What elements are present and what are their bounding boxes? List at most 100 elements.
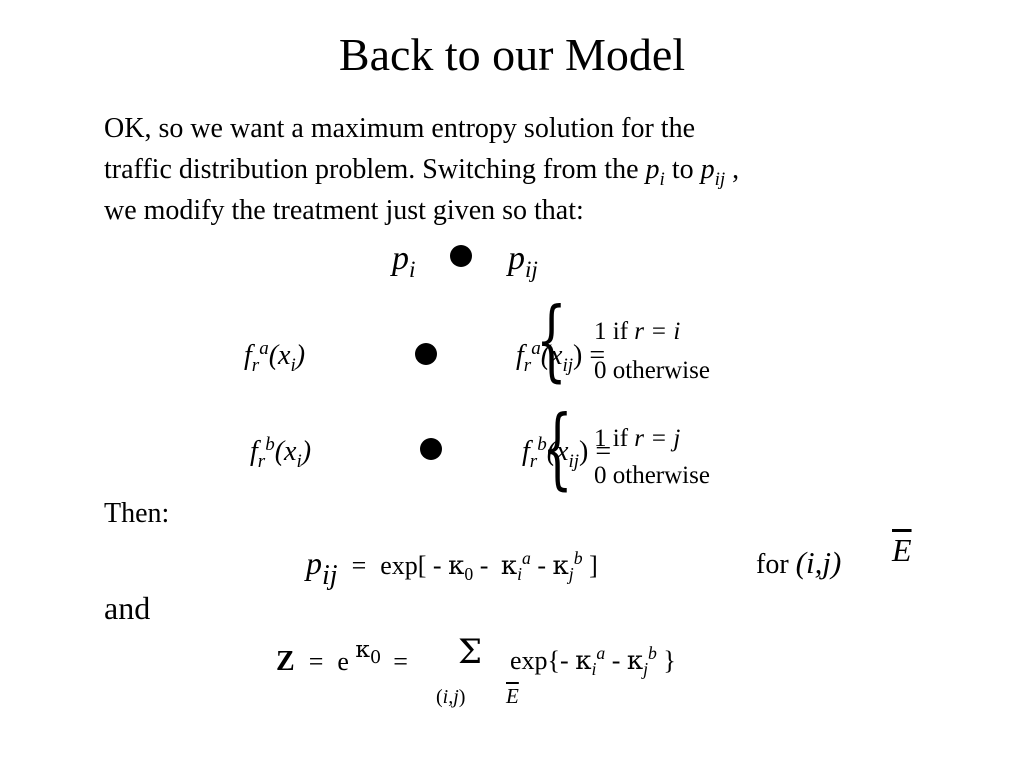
sup-a: a: [522, 548, 531, 569]
minus: -: [473, 551, 495, 580]
map3-right: frb(xij) =: [522, 433, 612, 471]
sub-ij: ij: [562, 354, 574, 376]
var-p: p: [392, 240, 409, 277]
map1-right: pij: [508, 240, 538, 282]
equals: ) =: [579, 436, 612, 467]
map2-right: fra(xij) =: [516, 337, 605, 375]
intro-text: traffic distribution problem. Switching …: [104, 154, 646, 185]
sub-ij: ij: [525, 257, 538, 284]
paren-open: (x: [268, 340, 291, 371]
exp-open: exp[ -: [380, 551, 449, 580]
then-label: Then:: [104, 498, 170, 529]
paren-open: (x: [546, 436, 569, 467]
equation-Z: Z = e κ0 =: [276, 637, 420, 678]
sub-i: i: [409, 257, 416, 284]
kappa: κ: [355, 635, 371, 664]
map2-left: fra(xi): [244, 337, 306, 375]
sum-edge-set-E: E: [506, 684, 519, 708]
sub-r: r: [257, 450, 266, 472]
sub-r: r: [523, 354, 532, 376]
paren-close: ): [301, 436, 312, 467]
case-condition: r = j: [634, 425, 681, 452]
kappa: κ: [575, 646, 592, 676]
intro-line-2: traffic distribution problem. Switching …: [104, 149, 904, 190]
var-f: f: [244, 340, 252, 371]
sum-body: exp{- κia - κjb }: [510, 643, 676, 680]
sub-0: 0: [370, 648, 382, 669]
case-2-true: 1 if r = j: [594, 425, 680, 453]
equals: =: [351, 551, 367, 580]
intro-comma: ,: [725, 154, 740, 185]
sub-i: i: [517, 564, 523, 585]
case-condition: r = i: [634, 318, 681, 345]
equals: =: [308, 647, 324, 676]
intro-paragraph: OK, so we want a maximum entropy solutio…: [104, 108, 904, 231]
summation-symbol: Σ: [458, 632, 483, 672]
sum-range: (i,j): [436, 686, 465, 709]
case-1-false: 0 otherwise: [594, 357, 710, 384]
map-arrow-dot-1: [450, 245, 472, 267]
var-p: p: [306, 545, 322, 581]
index-pair: (i,j): [795, 545, 842, 580]
sub-i: i: [591, 659, 597, 680]
var-f: f: [250, 436, 258, 467]
intro-line-3: we modify the treatment just given so th…: [104, 195, 584, 226]
paren-open: (x: [540, 340, 563, 371]
sub-j: j: [643, 659, 649, 680]
and-label: and: [104, 590, 151, 626]
sup-b: b: [537, 433, 547, 455]
bracket-close: ]: [582, 551, 598, 580]
sub-i: i: [290, 354, 296, 376]
paren-open: (x: [274, 436, 297, 467]
sub-ij: ij: [322, 559, 338, 591]
paren-close: ): [295, 340, 306, 371]
kappa: κ: [626, 646, 644, 676]
for-clause: for (i,j): [756, 545, 841, 581]
map1-left: pi: [392, 240, 415, 282]
sup-b: b: [573, 548, 583, 569]
sub-r: r: [251, 354, 260, 376]
paren-open: (: [436, 686, 443, 708]
map-arrow-dot-2: [415, 343, 437, 365]
sub-i: i: [659, 168, 665, 190]
sub-0: 0: [464, 564, 474, 585]
case-brace-2: {: [542, 396, 573, 499]
exponent: κ0: [355, 635, 381, 667]
var-p: p: [700, 154, 715, 185]
var-Z: Z: [276, 646, 295, 677]
sup-b: b: [265, 433, 275, 455]
euler-e: e: [337, 647, 356, 676]
paren-close: ): [458, 686, 466, 708]
kappa: κ: [552, 551, 569, 581]
equals: =: [393, 647, 408, 676]
sup-a: a: [259, 337, 269, 359]
sub-j: j: [568, 564, 574, 585]
sup-a: a: [596, 643, 606, 664]
sub-r: r: [529, 450, 538, 472]
case-2-false: 0 otherwise: [594, 462, 710, 489]
var-f: f: [516, 340, 524, 371]
equation-pij: pij=exp[ - κ0 - κia - κjb ]: [306, 545, 598, 589]
sub-ij: ij: [714, 168, 726, 190]
slide-title: Back to our Model: [338, 29, 686, 80]
exp-open: exp{-: [510, 646, 576, 675]
edge-set-E: E: [892, 532, 912, 568]
map-arrow-dot-3: [420, 438, 442, 460]
case-1-true: 1 if r = i: [594, 318, 680, 346]
index-pair: i,j: [442, 686, 459, 708]
kappa: κ: [448, 551, 465, 581]
sub-ij: ij: [568, 450, 580, 472]
map3-left: frb(xi): [250, 433, 312, 471]
for-word: for: [756, 549, 796, 580]
var-p: p: [645, 154, 660, 185]
intro-to: to: [664, 154, 701, 185]
sup-a: a: [531, 337, 541, 359]
kappa: κ: [500, 551, 518, 581]
case-if: 1 if: [594, 425, 635, 452]
brace-close: }: [656, 646, 676, 675]
var-f: f: [522, 436, 530, 467]
case-brace-1: {: [536, 288, 567, 391]
intro-line-1: OK, so we want a maximum entropy solutio…: [104, 113, 696, 144]
sub-i: i: [296, 450, 302, 472]
var-p: p: [508, 240, 525, 277]
